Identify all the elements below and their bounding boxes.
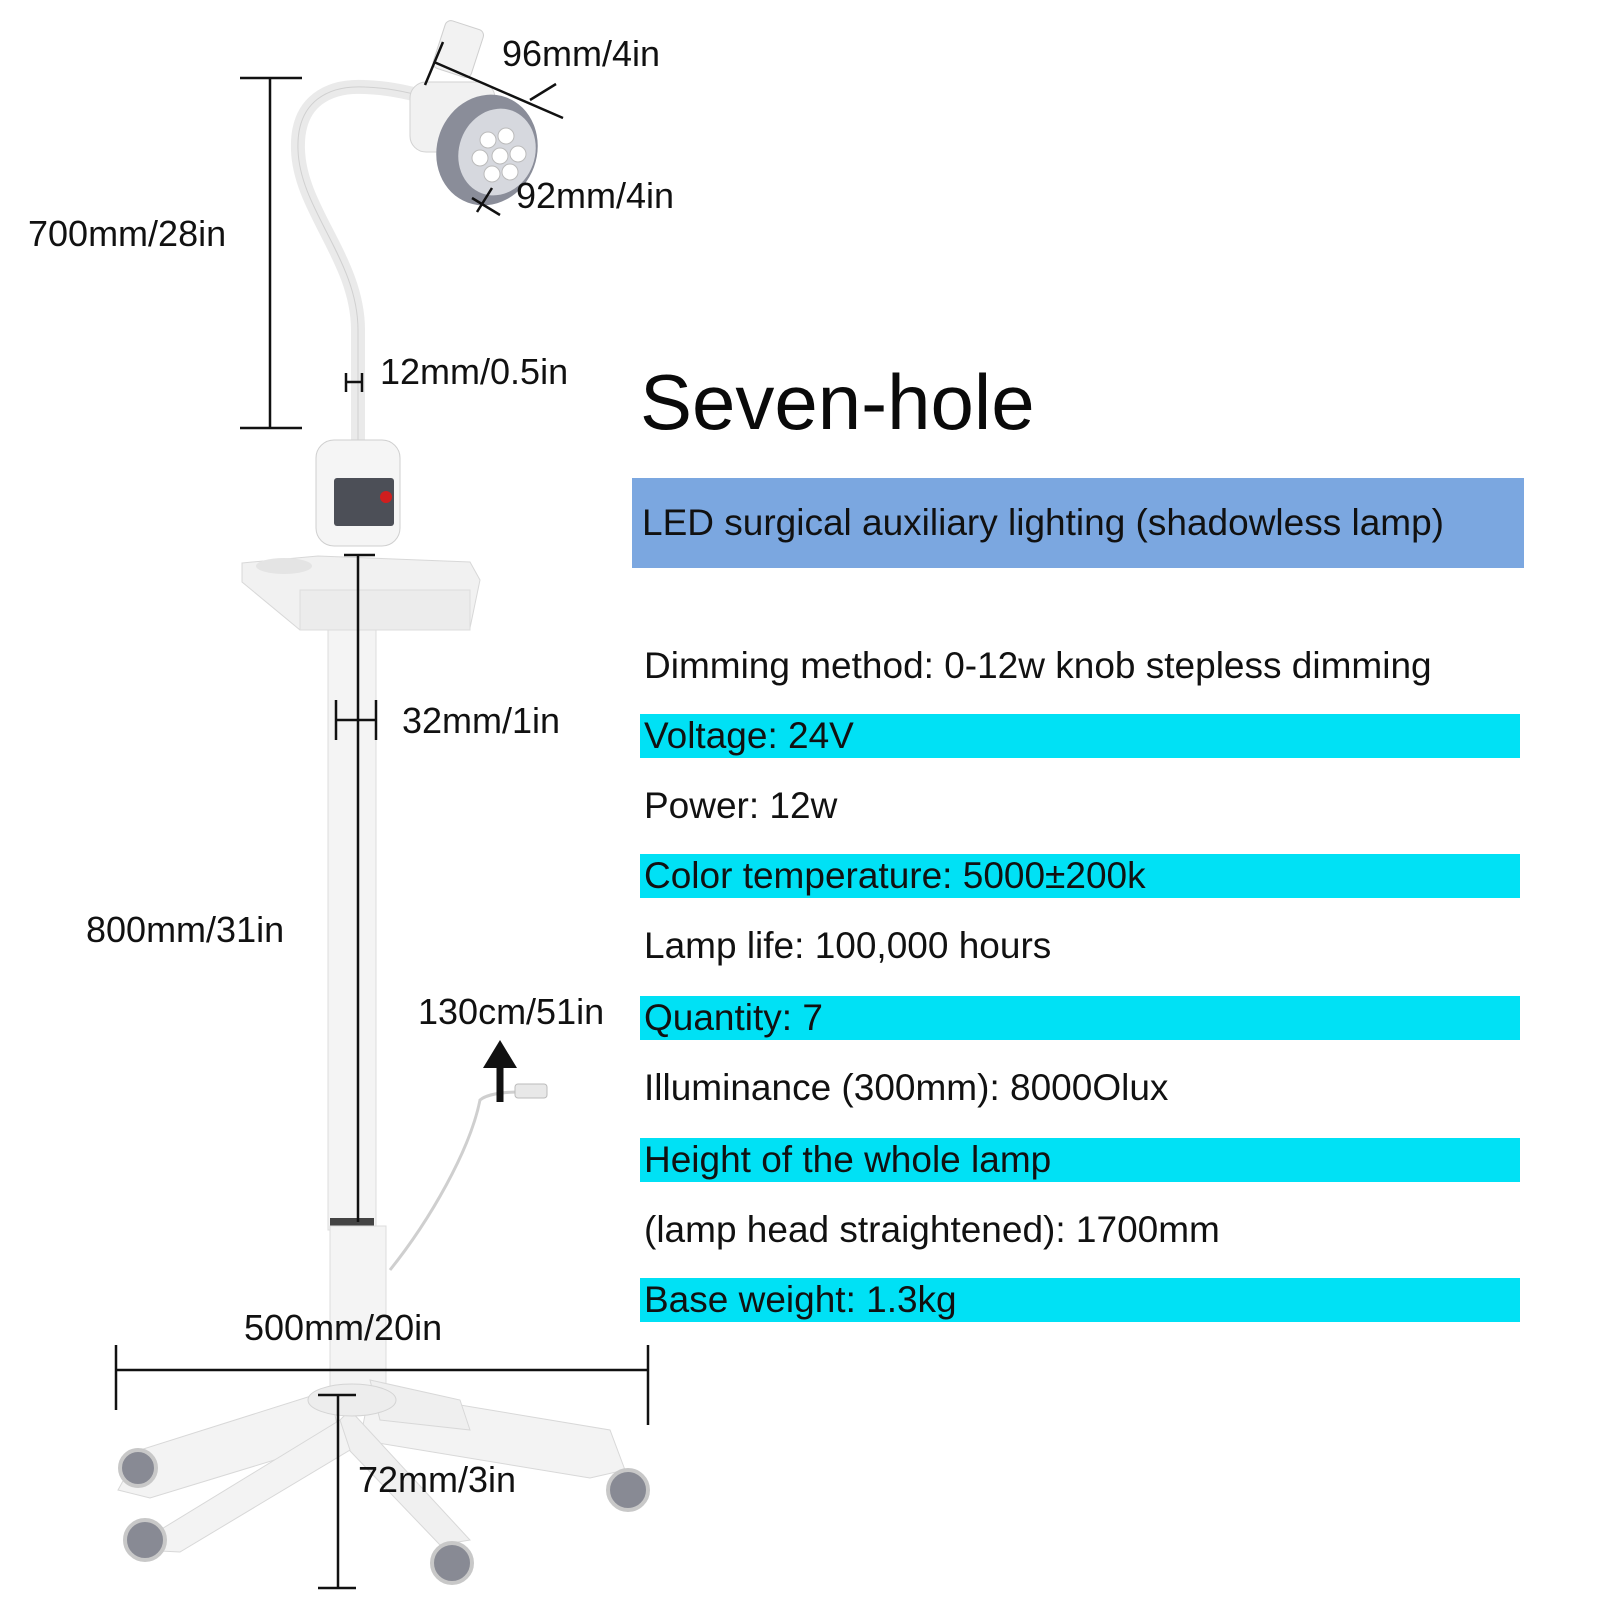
spec-base-weight: Base weight: 1.3kg — [640, 1278, 1520, 1322]
spec-color-temperature: Color temperature: 5000±200k — [640, 854, 1520, 898]
head-diameter-label: 92mm/4in — [516, 175, 675, 216]
base — [117, 1379, 626, 1553]
gooseneck-length-label: 700mm/28in — [28, 213, 227, 254]
spec-quantity: Quantity: 7 — [640, 996, 1520, 1040]
gooseneck-outline — [297, 86, 441, 440]
cable-length-label: 130cm/51in — [418, 991, 605, 1032]
pole-collar — [330, 1218, 374, 1226]
pole-lower — [329, 1225, 387, 1387]
gooseneck-diameter-label: 12mm/0.5in — [380, 351, 569, 392]
dimension-lines — [114, 41, 650, 1590]
product-subtitle: LED surgical auxiliary lighting (shadowl… — [632, 478, 1524, 568]
casters — [118, 1448, 650, 1585]
product-title: Seven-hole — [640, 358, 1035, 446]
base-width-label: 500mm/20in — [244, 1307, 443, 1348]
spec-dimming-method: Dimming method: 0-12w knob stepless dimm… — [644, 645, 1432, 686]
spec-illuminance: Illuminance (300mm): 8000Olux — [644, 1067, 1169, 1108]
spec-power: Power: 12w — [644, 785, 838, 826]
pole-diameter-label: 32mm/1in — [402, 700, 561, 741]
pole-length-label: 800mm/31in — [86, 909, 285, 950]
caster-height-label: 72mm/3in — [358, 1459, 517, 1500]
lamp-head — [409, 20, 538, 206]
spec-height-value: (lamp head straightened): 1700mm — [644, 1209, 1220, 1250]
plug — [514, 1083, 548, 1099]
spec-lamp-life: Lamp life: 100,000 hours — [644, 925, 1052, 966]
head-width-label: 96mm/4in — [502, 33, 661, 74]
tray — [241, 555, 481, 631]
cable-arrow — [483, 1040, 517, 1102]
spec-height-title: Height of the whole lamp — [640, 1138, 1520, 1182]
power-cable — [388, 1090, 521, 1271]
spec-voltage: Voltage: 24V — [640, 714, 1520, 758]
dimmer-box — [315, 439, 401, 547]
